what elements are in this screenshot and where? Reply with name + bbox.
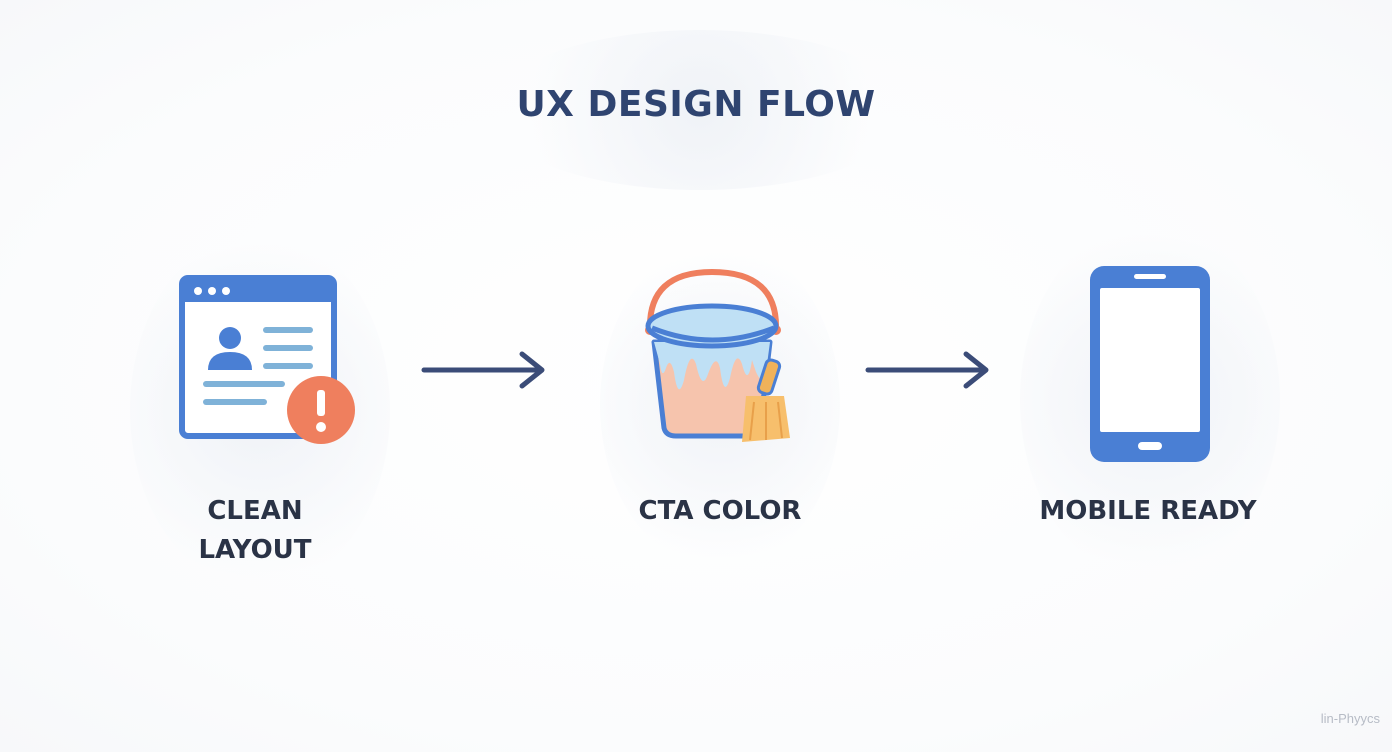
smartphone-icon <box>1090 266 1210 462</box>
watermark: lin-Phyycs <box>1320 711 1380 726</box>
arrow-right-icon <box>421 351 545 389</box>
title-glow <box>490 30 910 190</box>
step-label-cta-color: CTA COLOR <box>638 496 802 526</box>
step-label-clean-layout: CLEAN LAYOUT <box>198 496 312 565</box>
step-label-mobile-ready: MOBILE READY <box>1039 496 1257 526</box>
arrow-right-icon <box>865 351 989 389</box>
paint-bucket-brush-icon <box>645 268 790 442</box>
browser-window-warning-icon <box>179 275 355 444</box>
diagram-title: UX DESIGN FLOW <box>516 84 876 125</box>
